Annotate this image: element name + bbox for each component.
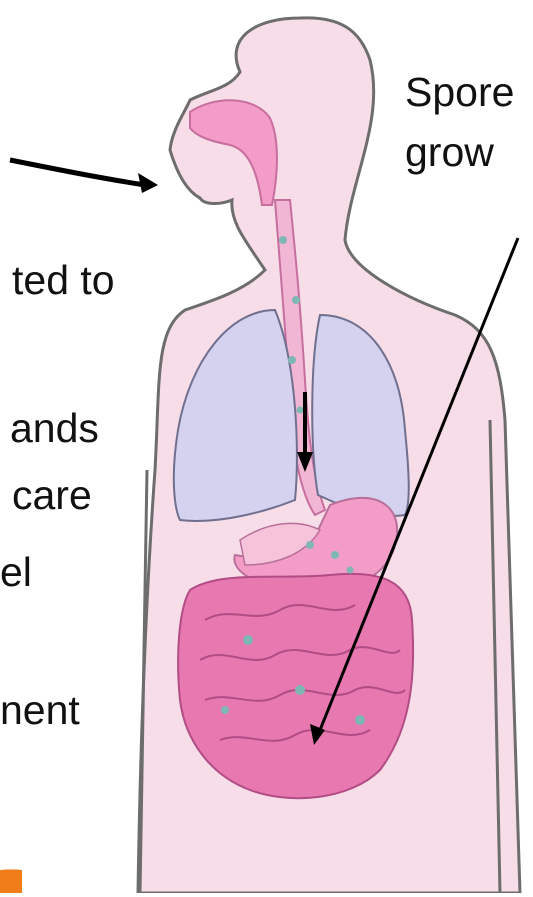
label-grow: grow [405,132,494,173]
spore-dot [306,541,314,549]
spore-dot [297,407,304,414]
spore-dot [243,635,253,645]
label-ted-to: ted to [12,260,115,301]
inhalation-arrow [10,160,158,193]
label-care: care [12,475,92,516]
spore-dot [295,685,305,695]
spore-dot [355,715,365,725]
footer-mark: E [1,866,21,896]
label-ands: ands [10,408,99,449]
label-spore: Spore [405,72,514,113]
label-nent: nent [0,690,80,731]
intestines [178,574,413,798]
spore-dot [279,236,287,244]
spore-dot [292,296,300,304]
spore-dot [221,706,229,714]
label-el: el [0,552,32,593]
spore-dot [288,356,296,364]
spore-dot [331,551,339,559]
spore-dot [347,567,354,574]
